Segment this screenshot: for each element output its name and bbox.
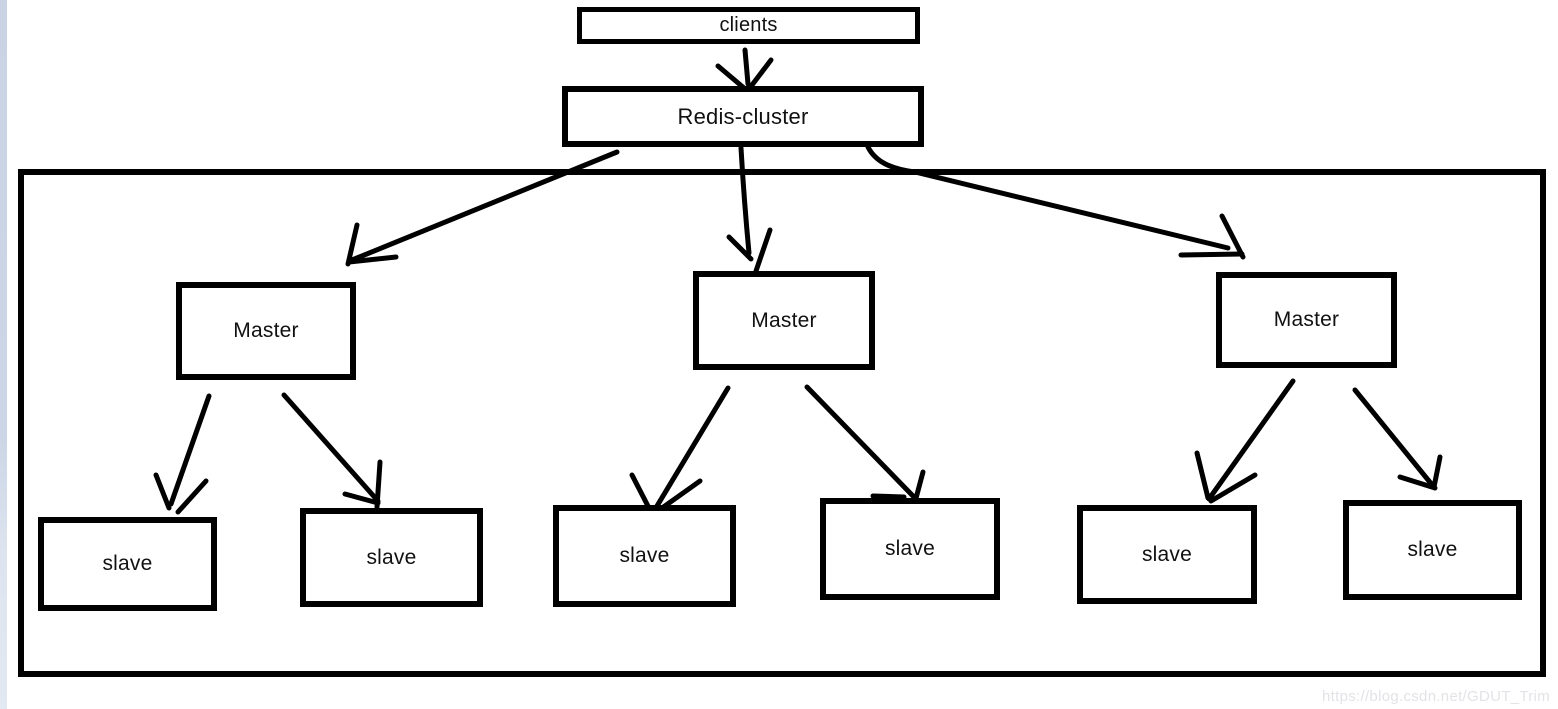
- master-node-2: Master: [693, 271, 875, 370]
- master-label: Master: [233, 319, 299, 342]
- redis-cluster-node: Redis-cluster: [562, 86, 924, 147]
- redis-cluster-label: Redis-cluster: [677, 103, 809, 129]
- slave-label: slave: [884, 537, 936, 560]
- slave-node-2: slave: [300, 508, 483, 607]
- watermark: https://blog.csdn.net/GDUT_Trim: [1322, 688, 1550, 705]
- slave-label: slave: [1407, 538, 1458, 561]
- slave-label: slave: [366, 545, 417, 569]
- slave-node-1: slave: [38, 517, 217, 611]
- slave-label: slave: [619, 544, 670, 567]
- master-node-1: Master: [176, 282, 356, 380]
- master-label: Master: [1273, 308, 1340, 331]
- master-label: Master: [751, 308, 817, 332]
- slave-label: slave: [1141, 542, 1193, 566]
- master-node-3: Master: [1216, 272, 1397, 368]
- page-edge-strip: [0, 0, 7, 709]
- slave-node-4: slave: [820, 498, 1000, 600]
- slave-node-3: slave: [553, 505, 736, 607]
- cluster-boundary-box: [18, 169, 1546, 677]
- slave-node-6: slave: [1343, 500, 1522, 600]
- clients-node: clients: [577, 7, 920, 44]
- arrow-clients-to-redis-cluster: [715, 47, 774, 92]
- slave-label: slave: [102, 552, 153, 575]
- clients-label: clients: [719, 14, 778, 36]
- slave-node-5: slave: [1077, 505, 1257, 604]
